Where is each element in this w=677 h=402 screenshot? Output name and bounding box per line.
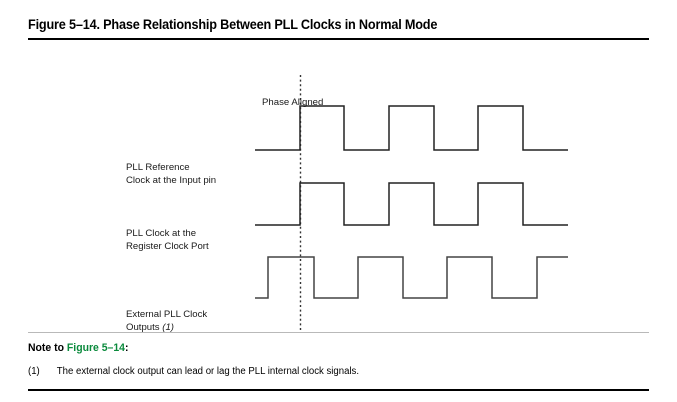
note-heading-prefix: Note to — [28, 342, 67, 354]
phase-aligned-label: Phase Aligned — [262, 97, 324, 108]
waveform-label-line1: PLL Clock at the — [126, 228, 197, 239]
waveform-label-line1: PLL Reference — [126, 162, 190, 173]
waveform-canvas — [255, 75, 568, 332]
waveform-label-line2: Clock at the Input pin — [126, 174, 217, 186]
waveform-label-external-pll: External PLL Clock Outputs (1) — [126, 309, 207, 334]
waveform-label-line2: Register Clock Port — [126, 240, 209, 252]
timing-diagram: Phase Aligned PLL Reference Clock at the… — [0, 42, 677, 334]
figure-title: Figure 5–14. Phase Relationship Between … — [28, 17, 438, 32]
waveform-label-pll-reference: PLL Reference Clock at the Input pin — [126, 162, 216, 187]
waveform-label-line2: Outputs — [126, 321, 160, 333]
title-divider — [28, 38, 649, 40]
waveform-label-pll-register: PLL Clock at the Register Clock Port — [126, 228, 209, 253]
waveform-pll-register-clock — [255, 182, 568, 226]
waveform-external-pll-clock — [255, 256, 568, 299]
note-heading: Note to Figure 5–14: — [28, 342, 128, 354]
waveform-label-footnote: (1) — [162, 321, 175, 333]
note-item: (1) The external clock output can lead or… — [28, 366, 359, 377]
waveform-pll-reference-clock — [255, 105, 568, 151]
waveform-label-line1: External PLL Clock — [126, 309, 208, 320]
note-item-number: (1) — [28, 366, 40, 377]
note-figure-xref-link[interactable]: Figure 5–14 — [66, 342, 125, 354]
note-heading-suffix: : — [124, 342, 129, 354]
note-divider-top — [28, 332, 649, 333]
note-divider-bottom — [28, 389, 649, 391]
note-item-text: The external clock output can lead or la… — [56, 366, 360, 377]
